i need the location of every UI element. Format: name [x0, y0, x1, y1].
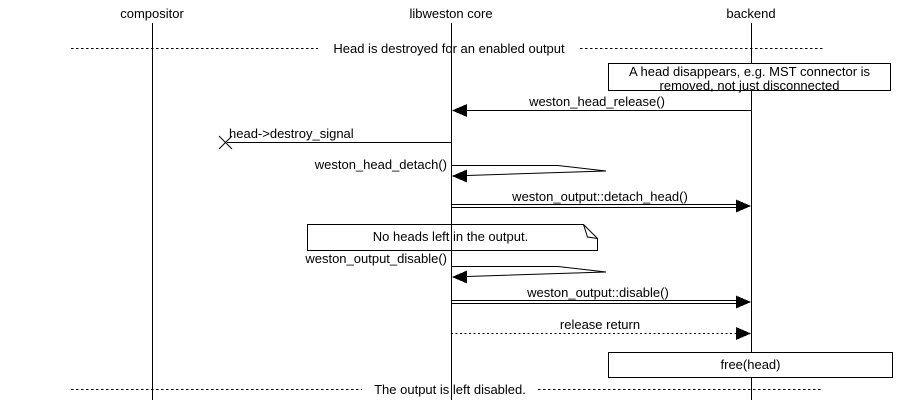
actor-compositor: compositor [120, 6, 184, 21]
selfcall-weston-head-detach [451, 165, 607, 176]
note-head-disappears-line1: A head disappears, e.g. MST connector is [628, 64, 871, 79]
arrowhead-weston-head-detach [452, 169, 467, 183]
arrowhead-detach-head [736, 199, 751, 213]
note-no-heads-shape [307, 224, 598, 251]
message-detach-head-label: weston_output::detach_head() [512, 189, 688, 204]
arrowhead-output-disable [736, 295, 751, 309]
note-no-heads-label: No heads left in the output. [372, 229, 529, 244]
action-box-free-head: free(head) [608, 352, 893, 378]
actor-libweston-core: libweston core [409, 6, 493, 21]
divider-bottom-label: The output is left disabled. [374, 382, 526, 397]
message-release-return-label: release return [559, 317, 641, 332]
arrowhead-release-return [736, 327, 751, 340]
message-weston-output-disable-label: weston_output_disable() [305, 251, 447, 266]
selfcall-weston-output-disable [451, 266, 607, 277]
message-destroy-signal-label: head->destroy_signal [229, 126, 354, 141]
message-weston-head-detach-label: weston_head_detach() [314, 157, 447, 172]
message-output-disable-label: weston_output::disable() [527, 285, 669, 300]
note-head-disappears-line2: removed, not just disconnected [659, 77, 840, 93]
arrowhead-weston-head-release [452, 104, 467, 117]
actor-backend: backend [726, 6, 776, 21]
note-no-heads-fold-icon [583, 224, 598, 239]
note-head-disappears: A head disappears, e.g. MST connector is… [608, 63, 891, 93]
message-weston-head-release-label: weston_head_release() [529, 94, 665, 109]
divider-top-label: Head is destroyed for an enabled output [333, 41, 565, 56]
arrowhead-weston-output-disable [452, 270, 467, 284]
lost-message-x-2 [218, 135, 233, 150]
